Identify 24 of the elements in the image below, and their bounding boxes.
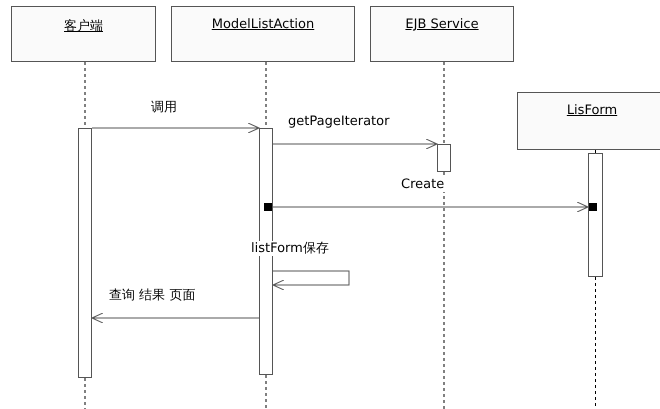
message-arrow [272,202,588,212]
activation-bar [78,128,92,378]
object-box [11,6,156,62]
edge-label: Create [400,177,446,192]
activation-bar [437,144,451,172]
self-message-arrow [272,270,350,290]
object-name: LisForm [566,103,618,118]
edge-label: listForm保存 [250,241,330,256]
object-box [370,6,514,62]
message-arrow [92,122,260,134]
object-name: EJB Service [404,17,480,32]
lifeline [595,276,596,409]
object-box [171,6,355,62]
lifeline [595,150,596,154]
edge-label: getPageIterator [287,114,390,129]
edge-label: 查询 结果 页面 [108,288,196,303]
object-name: 客户端 [63,18,104,35]
activation-bar [588,153,603,277]
edge-label: 调用 [150,100,178,115]
message-arrow [92,312,260,324]
message-arrow [272,138,438,150]
object-box [517,92,660,150]
object-name: ModelListAction [210,17,316,32]
lifeline [84,378,86,409]
